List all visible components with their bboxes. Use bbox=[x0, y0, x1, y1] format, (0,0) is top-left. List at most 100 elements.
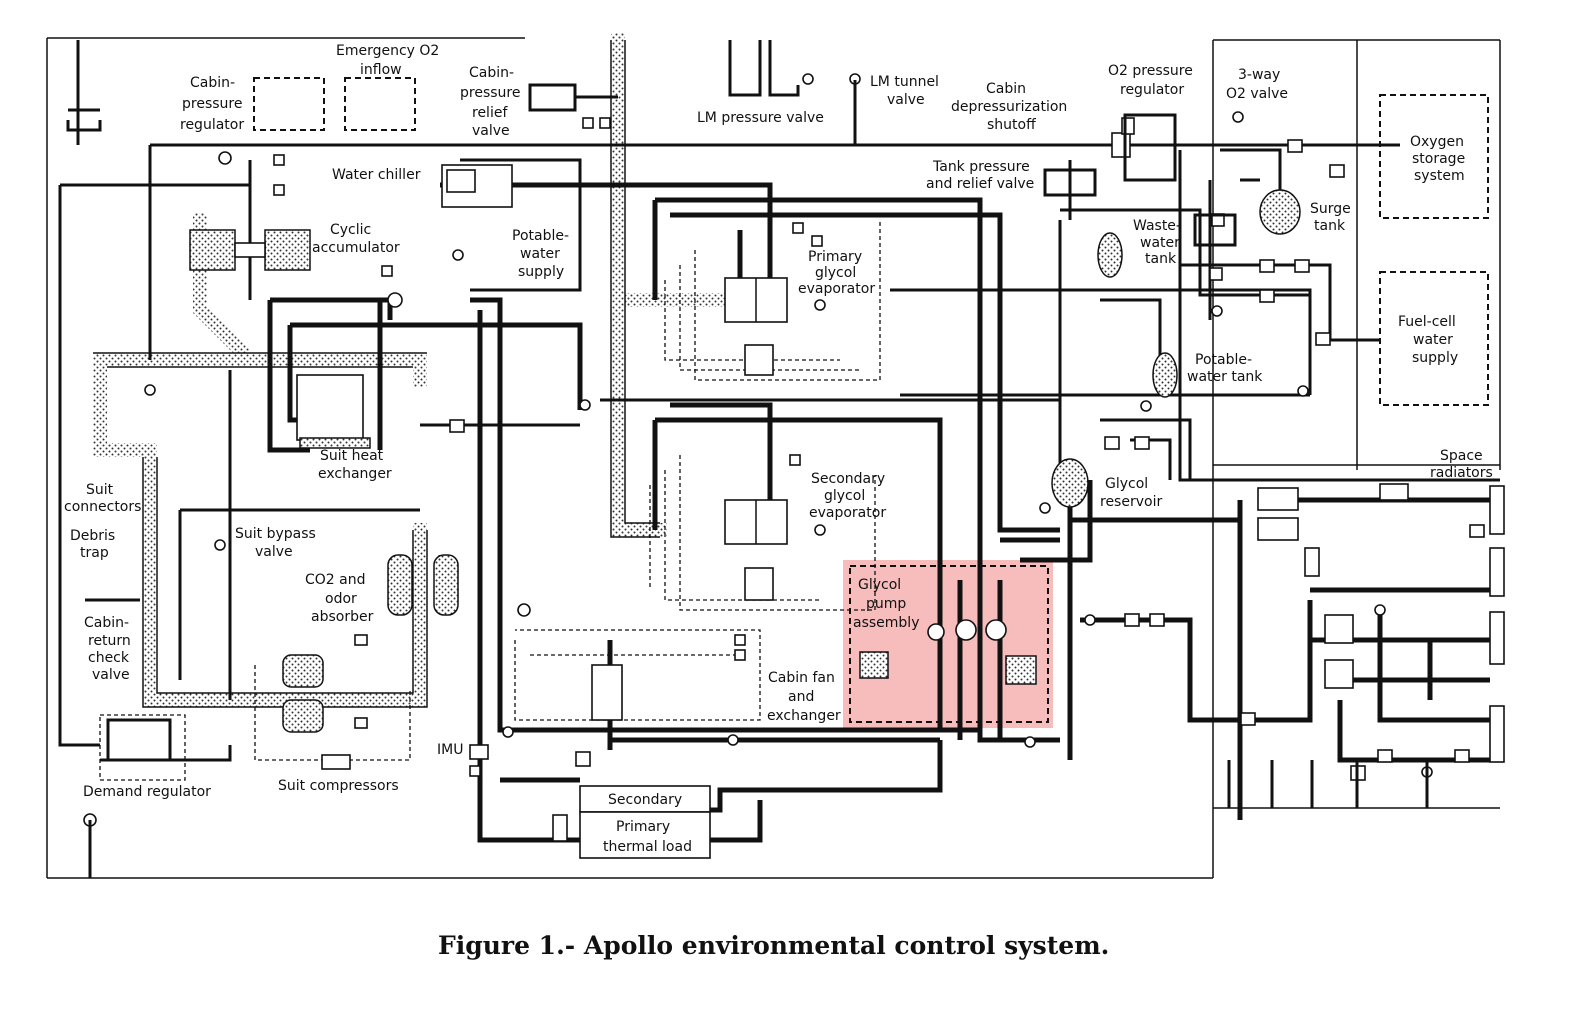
label-space-radiators-2: radiators bbox=[1430, 465, 1493, 481]
cyclic-accumulator bbox=[189, 229, 311, 271]
figure-caption: Figure 1.- Apollo environmental control … bbox=[438, 931, 1109, 960]
label-lm-tunnel-valve-2: valve bbox=[887, 92, 925, 108]
label-suit-bypass-2: valve bbox=[255, 544, 293, 560]
label-inflow: inflow bbox=[360, 62, 402, 78]
label-cyclic-1: Cyclic bbox=[330, 222, 371, 238]
oxygen-water-pipes bbox=[58, 143, 1500, 762]
valves bbox=[83, 73, 1485, 827]
label-glycol-reservoir-1: Glycol bbox=[1105, 476, 1148, 492]
label-primary-1: Primary bbox=[616, 819, 670, 835]
waste-water-tank bbox=[1097, 232, 1123, 278]
label-three-way-2: O2 valve bbox=[1226, 86, 1288, 102]
label-suit-bypass-1: Suit bypass bbox=[235, 526, 316, 542]
label-secondary-glycol-1: Secondary bbox=[811, 471, 885, 487]
surge-tank bbox=[1259, 189, 1301, 235]
label-debris-1: Debris bbox=[70, 528, 115, 544]
label-glycol-pump-3: assembly bbox=[853, 615, 919, 631]
label-fuel-cell-2: water bbox=[1413, 332, 1453, 348]
suit-compressors bbox=[282, 654, 324, 733]
label-cyclic-2: accumulator bbox=[312, 240, 400, 256]
suit-circuit-pipes bbox=[93, 33, 737, 707]
oxygen-storage-box bbox=[1379, 94, 1489, 219]
secondary-glycol-evaporator bbox=[724, 499, 788, 601]
label-oxygen-storage-1: Oxygen bbox=[1410, 134, 1464, 150]
label-cabin-return-1: Cabin- bbox=[84, 615, 129, 631]
label-waste-water-3: tank bbox=[1145, 251, 1177, 267]
emergency-o2-box bbox=[344, 77, 416, 131]
primary-glycol-evaporator bbox=[724, 277, 788, 376]
radiator-panels bbox=[1257, 483, 1505, 763]
label-potable-supply-3: supply bbox=[518, 264, 564, 280]
label-surge-2: tank bbox=[1314, 218, 1346, 234]
label-waste-water-1: Waste- bbox=[1133, 218, 1181, 234]
label-demand-regulator: Demand regulator bbox=[83, 784, 211, 800]
thermal-load bbox=[552, 785, 711, 859]
cabin-pressure-regulator-box bbox=[253, 77, 325, 131]
glycol-pumps bbox=[859, 619, 1037, 685]
label-cabin-pressure-relief-1: Cabin- bbox=[469, 65, 514, 81]
label-glycol-pump-1: Glycol bbox=[858, 577, 901, 593]
label-primary-2: thermal load bbox=[603, 839, 692, 855]
label-potable-tank-2: water tank bbox=[1187, 369, 1263, 385]
label-tank-pressure-2: and relief valve bbox=[926, 176, 1034, 192]
label-waste-water-2: water bbox=[1140, 235, 1180, 251]
label-potable-tank-1: Potable- bbox=[1195, 352, 1252, 368]
label-secondary: Secondary bbox=[608, 792, 682, 808]
label-water-chiller: Water chiller bbox=[332, 167, 421, 183]
label-debris-2: trap bbox=[80, 545, 109, 561]
label-tank-pressure-1: Tank pressure bbox=[932, 159, 1030, 175]
label-oxygen-storage-3: system bbox=[1414, 168, 1465, 184]
lm-pressure-valve bbox=[528, 40, 1282, 247]
label-cabin-depress-2: depressurization bbox=[951, 99, 1067, 115]
label-o2-pressure-reg-1: O2 pressure bbox=[1108, 63, 1193, 79]
label-co2-3: absorber bbox=[311, 609, 374, 625]
label-imu: IMU bbox=[437, 742, 463, 758]
glycol-pipes bbox=[267, 182, 1313, 843]
label-glycol-pump-2: pump bbox=[866, 596, 906, 612]
label-glycol-reservoir-2: reservoir bbox=[1100, 494, 1162, 510]
label-oxygen-storage-2: storage bbox=[1412, 151, 1465, 167]
label-lm-pressure-valve: LM pressure valve bbox=[697, 110, 824, 126]
label-cabin-fan-3: exchanger bbox=[767, 708, 841, 724]
label-suit-connectors-2: connectors bbox=[64, 499, 141, 515]
label-cabin-pressure-relief-4: valve bbox=[472, 123, 510, 139]
label-potable-supply-1: Potable- bbox=[512, 228, 569, 244]
label-primary-glycol-3: evaporator bbox=[798, 281, 875, 297]
label-space-radiators-1: Space bbox=[1440, 448, 1483, 464]
labels: Emergency O2 inflow Cabin- pressure regu… bbox=[64, 43, 1493, 855]
label-lm-tunnel-valve-1: LM tunnel bbox=[870, 74, 939, 90]
label-suit-compressors: Suit compressors bbox=[278, 778, 399, 794]
label-surge-1: Surge bbox=[1310, 201, 1351, 217]
potable-water-tank bbox=[1152, 352, 1178, 398]
label-cabin-pressure-relief-2: pressure bbox=[460, 85, 520, 101]
label-primary-glycol-2: glycol bbox=[815, 265, 856, 281]
label-fuel-cell-1: Fuel-cell bbox=[1398, 314, 1456, 330]
label-suit-connectors-1: Suit bbox=[86, 482, 114, 498]
label-cabin-fan-1: Cabin fan bbox=[768, 670, 835, 686]
label-cabin-pressure-regulator-1: Cabin- bbox=[190, 75, 235, 91]
glycol-pump-highlight bbox=[843, 560, 1053, 728]
label-cabin-pressure-regulator-3: regulator bbox=[180, 117, 244, 133]
cabin-return-misc bbox=[66, 40, 172, 878]
label-cabin-depress-1: Cabin bbox=[986, 81, 1026, 97]
radiator-ports bbox=[1227, 760, 1429, 808]
label-primary-glycol-1: Primary bbox=[808, 249, 862, 265]
label-potable-supply-2: water bbox=[520, 246, 560, 262]
label-co2-2: odor bbox=[325, 591, 357, 607]
cabin-fan-exchanger bbox=[591, 664, 623, 721]
label-o2-pressure-reg-2: regulator bbox=[1120, 82, 1184, 98]
label-suit-hx-1: Suit heat bbox=[320, 448, 384, 464]
label-secondary-glycol-3: evaporator bbox=[809, 505, 886, 521]
water-chiller bbox=[441, 164, 513, 208]
label-co2-1: CO2 and bbox=[305, 572, 366, 588]
glycol-pump-boundary bbox=[849, 565, 1049, 723]
label-cabin-return-4: valve bbox=[92, 667, 130, 683]
label-cabin-pressure-regulator-2: pressure bbox=[182, 96, 242, 112]
label-cabin-return-2: return bbox=[88, 633, 131, 649]
label-fuel-cell-3: supply bbox=[1412, 350, 1458, 366]
control-lines bbox=[99, 220, 881, 781]
label-three-way-1: 3-way bbox=[1238, 67, 1280, 83]
suit-heat-exchanger bbox=[296, 374, 371, 449]
outer-frame bbox=[46, 37, 1501, 879]
